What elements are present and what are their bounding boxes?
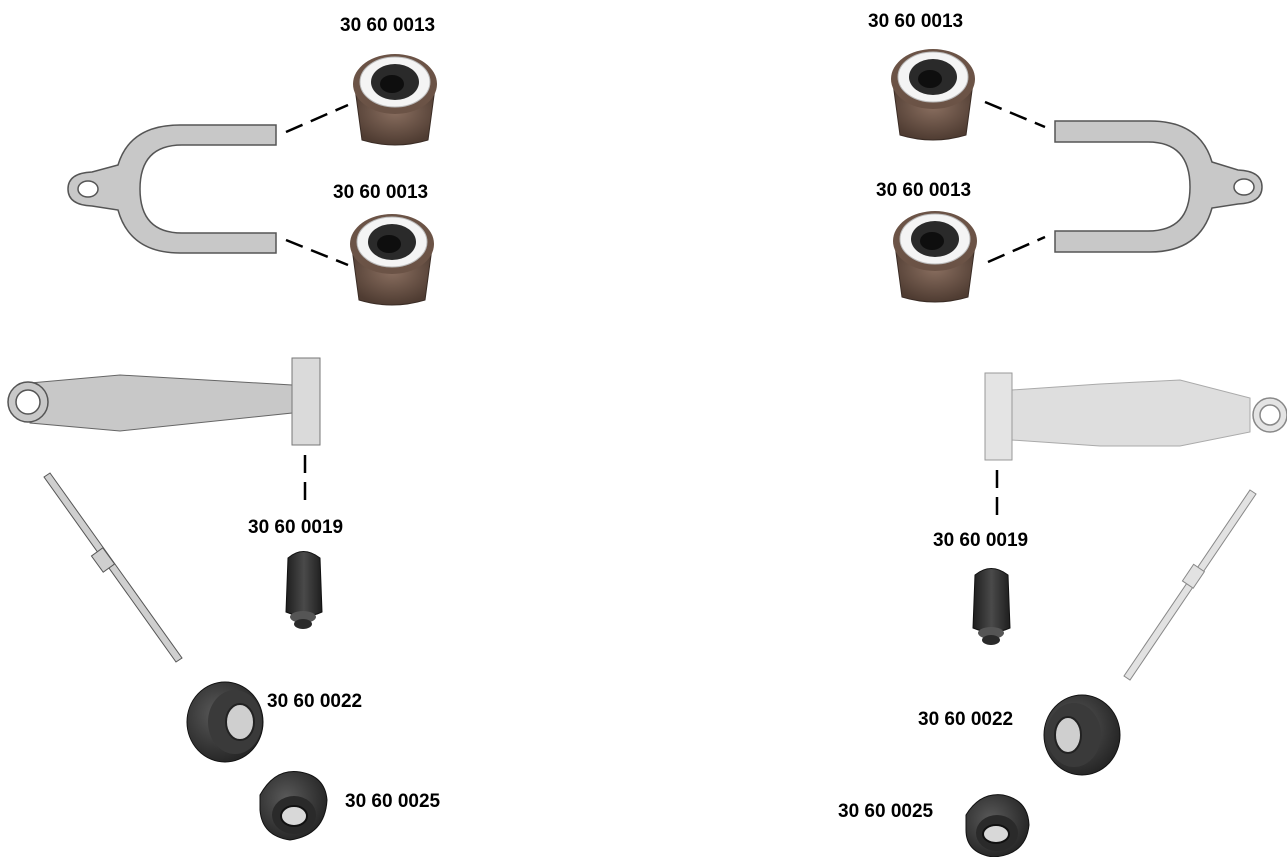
part-number-label: 30 60 0025 xyxy=(838,801,934,822)
part-number-label: 30 60 0025 xyxy=(345,791,441,812)
bushing-image xyxy=(972,568,1011,645)
right-strut-rod xyxy=(1123,489,1257,681)
left-strut-rod xyxy=(43,472,183,663)
bushing-image xyxy=(1043,694,1121,776)
part-number-label: 30 60 0022 xyxy=(267,691,362,712)
part-number-label: 30 60 0013 xyxy=(340,15,435,36)
part-number-label: 30 60 0019 xyxy=(248,517,343,538)
right-upper-control-arm xyxy=(1054,120,1263,253)
dashed-connector xyxy=(984,100,1046,264)
dashed-connector xyxy=(285,103,349,267)
part-number-label: 30 60 0013 xyxy=(868,11,963,32)
bushing-image xyxy=(890,48,978,303)
part-number-label: 30 60 0019 xyxy=(933,530,1028,551)
bushing-image xyxy=(186,681,264,763)
bushing-image xyxy=(259,770,328,841)
bushing-image xyxy=(285,551,323,629)
bushing-image xyxy=(965,794,1030,857)
left-lower-control-arm xyxy=(7,357,321,446)
part-number-label: 30 60 0013 xyxy=(333,182,428,203)
right-lower-control-arm xyxy=(984,372,1287,461)
part-number-label: 30 60 0013 xyxy=(876,180,971,201)
left-upper-control-arm xyxy=(67,124,277,254)
bushing-image xyxy=(349,53,438,306)
part-number-label: 30 60 0022 xyxy=(918,709,1013,730)
